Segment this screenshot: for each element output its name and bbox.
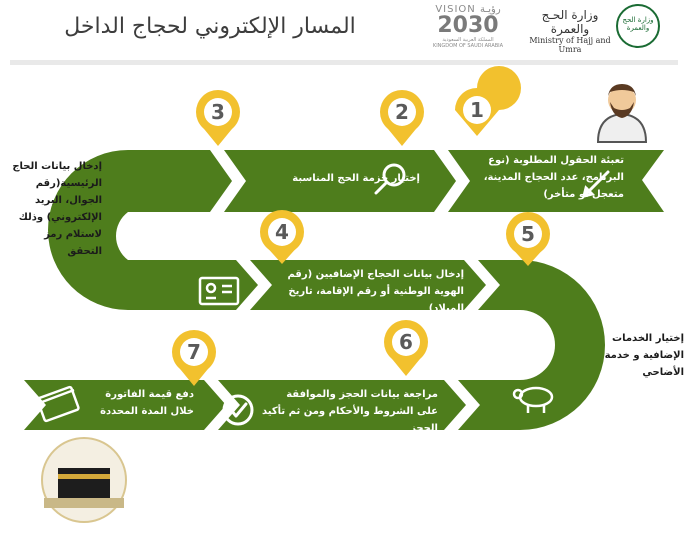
- kaaba-icon: [41, 437, 127, 523]
- vision-arabic: رؤيـة: [479, 4, 501, 15]
- path-row-2: [128, 260, 520, 310]
- ministry-name-en: Ministry of Hajj and Umra: [529, 36, 611, 54]
- step-7-text: دفع قيمة الفاتورة خلال المدة المحددة: [100, 389, 194, 417]
- step-1-number: 1: [470, 98, 484, 122]
- pin-step-2: 2: [380, 90, 424, 146]
- separator-6-7: [204, 380, 240, 430]
- separator-4-5: [464, 260, 500, 310]
- vision-year: 2030: [437, 13, 499, 38]
- step-5-number: 5: [521, 222, 535, 246]
- pin-step-3: 3: [196, 90, 240, 146]
- header-divider: [10, 60, 678, 65]
- path-row-1: [128, 150, 664, 212]
- pin-step-1: 1: [455, 66, 521, 136]
- step-4-number: 4: [275, 220, 289, 244]
- ministry-name-ar: وزارة الحـج والعمرة: [541, 8, 599, 36]
- ministry-logo: وزارة الحج والعمرة: [616, 4, 660, 48]
- vision-country-ar: المملكة العربية السعودية: [442, 37, 494, 43]
- step-4-text: إدخال بيانات الحجاج الإضافيين (رقم الهوي…: [287, 269, 464, 314]
- step-1-text: تعبئة الحقول المطلوبة (نوع البرنامج، عدد…: [483, 155, 624, 200]
- id-card-icon: [198, 276, 240, 306]
- separator-2-3: [210, 150, 246, 212]
- step-7-number: 7: [187, 340, 201, 364]
- separator-3-4: [236, 260, 272, 310]
- step-3-number: 3: [211, 100, 225, 124]
- pencil-icon: [582, 170, 610, 198]
- step-2-text: إختيار حزمة الحج المناسبة: [292, 173, 420, 184]
- vision-2030-logo: VISION رؤيـة 2030 المملكة العربية السعود…: [428, 4, 508, 50]
- sheep-icon: [512, 386, 554, 413]
- search-icon: [374, 163, 406, 195]
- step-6-number: 6: [399, 330, 413, 354]
- page-title: المسار الإلكتروني لحجاج الداخل: [64, 14, 356, 39]
- path-turn-left-1: [48, 150, 128, 310]
- path-turn-right-1: [520, 260, 605, 430]
- step-6-text: مراجعة بيانات الحجز والموافقة على الشروط…: [261, 389, 438, 434]
- step-2-number: 2: [395, 100, 409, 124]
- ministry-name: وزارة الحـج والعمرة Ministry of Hajj and…: [525, 8, 615, 54]
- path-row-3: [24, 380, 520, 430]
- mobile-phone-icon: [122, 214, 148, 256]
- credit-card-icon: [36, 385, 80, 423]
- checkmark-icon: [222, 394, 254, 426]
- ministry-logo-text: وزارة الحج والعمرة: [622, 16, 654, 32]
- pin-step-6: 6: [384, 320, 428, 376]
- pin-step-5: 5: [506, 212, 550, 266]
- pin-step-4: 4: [260, 210, 304, 264]
- step-3-text: إدخال بيانات الحاج الرئيسية(رقم الجوال، …: [12, 161, 102, 257]
- vision-country-en: KINGDOM OF SAUDI ARABIA: [432, 43, 504, 49]
- pilgrim-avatar: [590, 78, 652, 143]
- pin-step-7: 7: [172, 330, 216, 386]
- vision-label: VISION: [435, 4, 476, 15]
- separator-1-2: [434, 150, 470, 212]
- separator-5-6: [444, 380, 480, 430]
- step-5-text: إختيار الخدمات الإضافية و خدمة الأضاحي: [604, 333, 684, 378]
